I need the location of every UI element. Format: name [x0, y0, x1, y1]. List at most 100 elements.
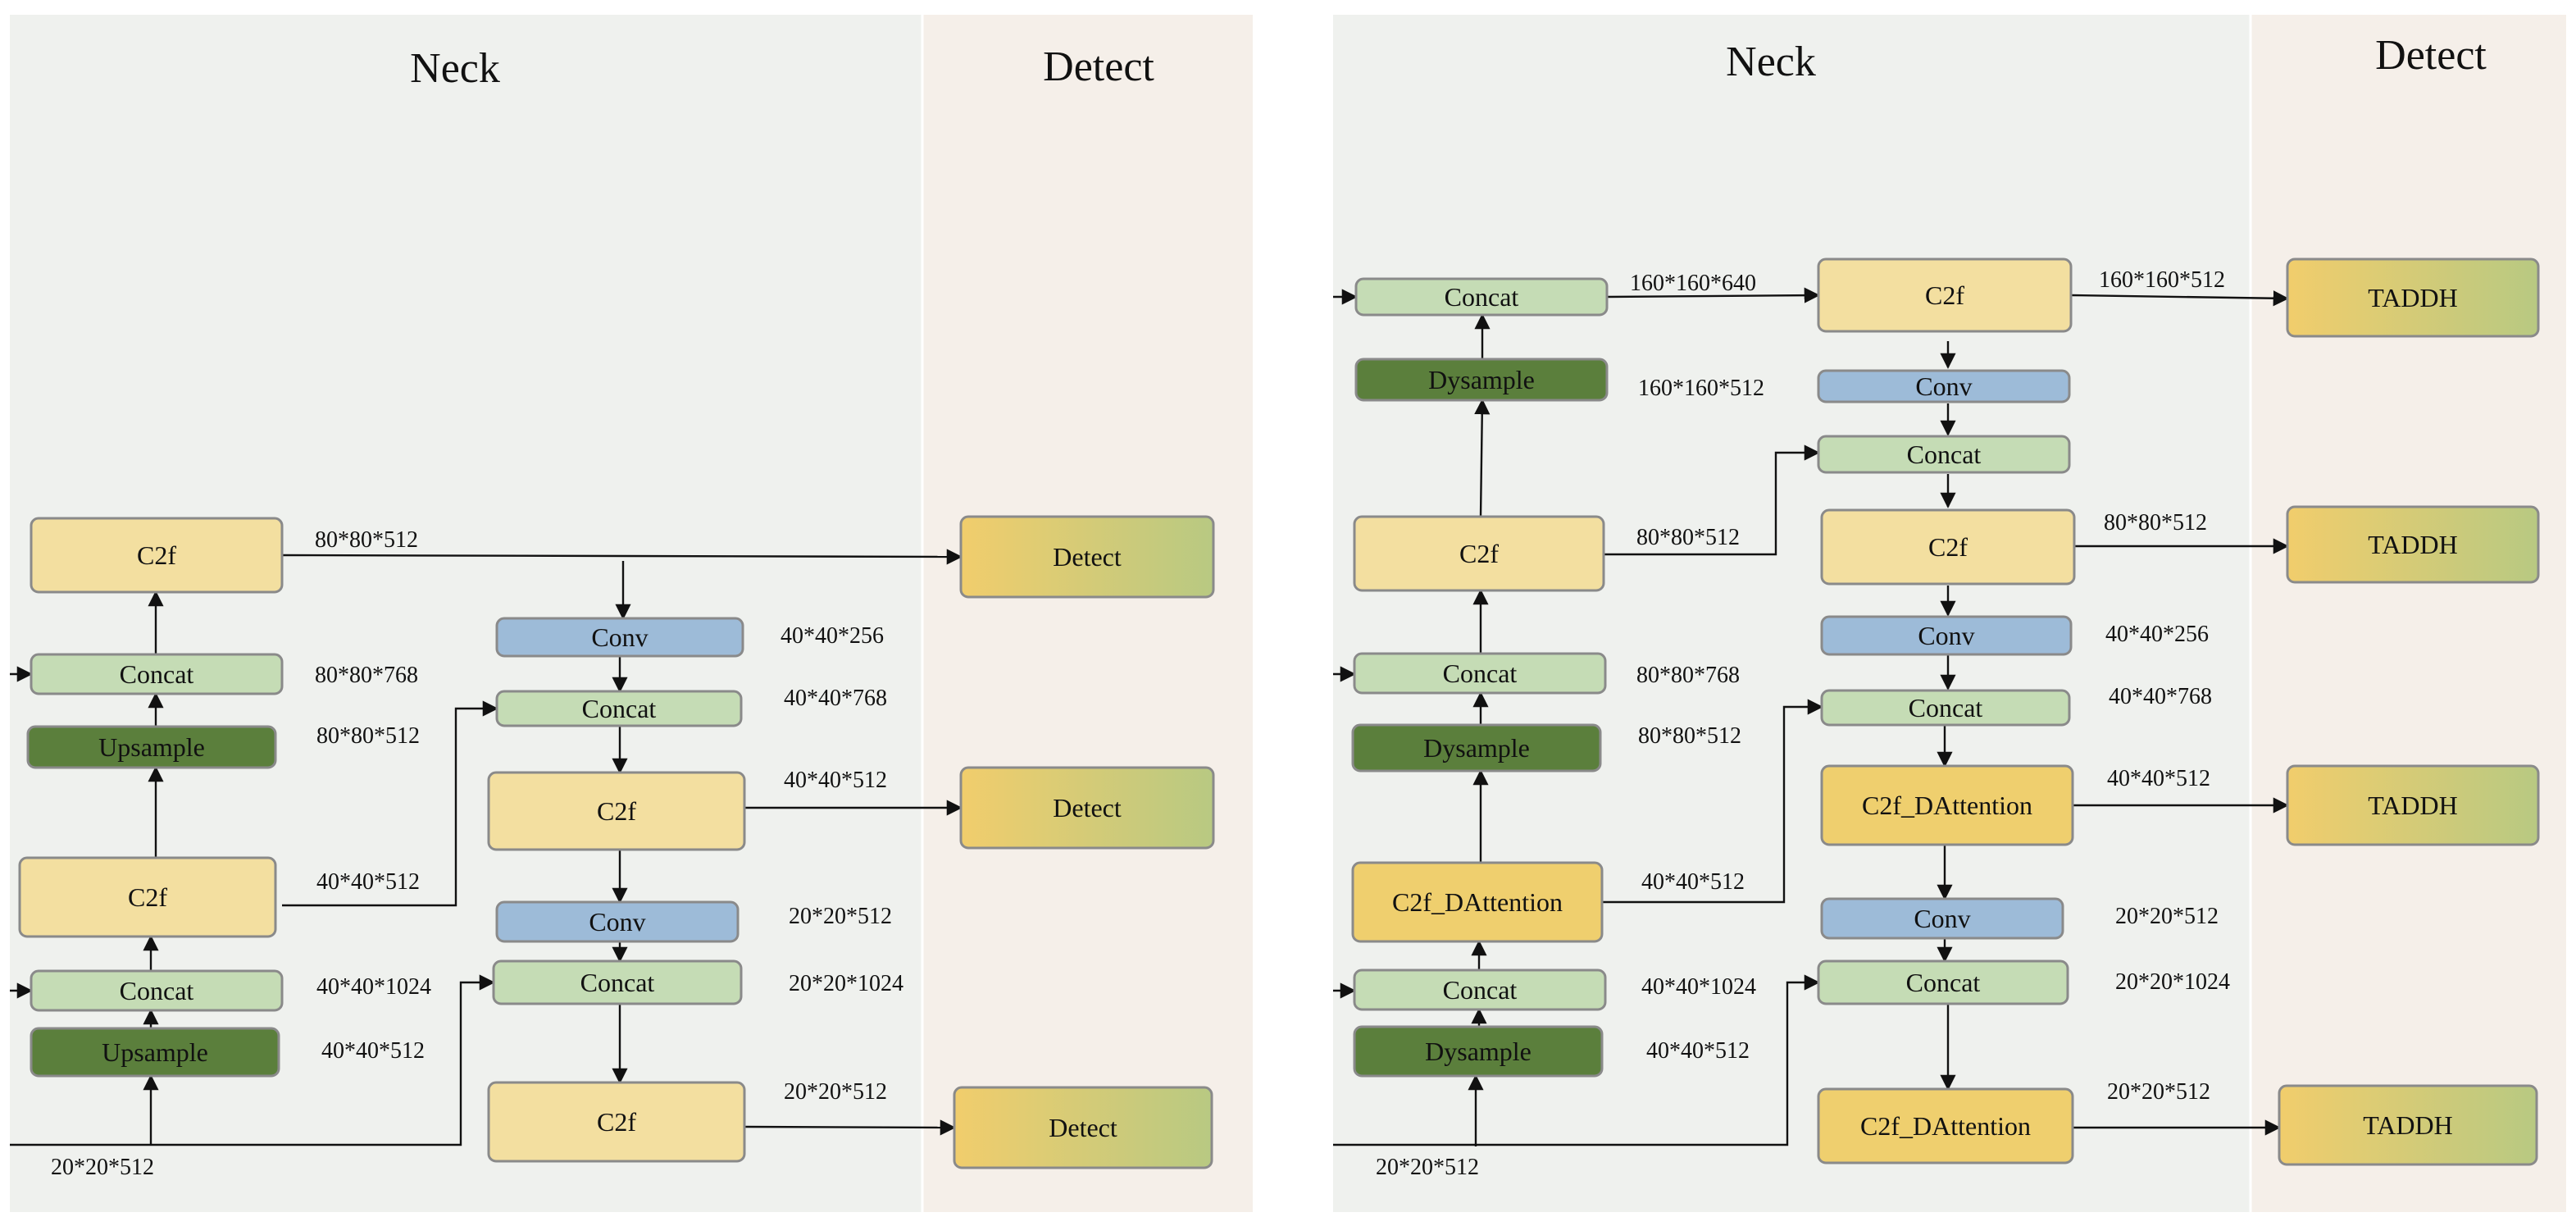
arrow-edge [281, 549, 963, 565]
tensor-shape-label: 40*40*1024 [316, 974, 431, 1000]
right-detect-region [2251, 15, 2566, 1212]
block-shape [30, 969, 284, 1012]
tensor-shape-label: 80*80*768 [315, 663, 418, 688]
block-label: C2f_DAttention [1860, 1111, 2031, 1141]
block-shape [26, 725, 277, 769]
block-c2f: C2f [1817, 258, 2073, 333]
block-conv: Conv [1820, 615, 2073, 656]
block-label: Dysample [1428, 365, 1535, 394]
block-shape [487, 1081, 746, 1163]
block-shape [1353, 1025, 1604, 1078]
tensor-shape-label: 40*40*512 [2107, 766, 2210, 791]
block-label: TADDH [2368, 283, 2457, 312]
block-shape [495, 617, 744, 658]
block-shape [495, 690, 743, 727]
tensor-shape-label: 20*20*512 [1376, 1155, 1479, 1180]
tensor-shape-label: 20*20*1024 [2115, 969, 2230, 995]
block-shape [30, 517, 284, 594]
block-label: C2f [1928, 532, 1968, 562]
block-shape [1817, 258, 2073, 333]
block-concat: Concat [1820, 689, 2071, 727]
block-label: Conv [589, 907, 645, 937]
block-c2f-dattention: C2f_DAttention [1351, 861, 1604, 943]
left-neck-title: Neck [410, 45, 500, 92]
block-concat: Concat [30, 969, 284, 1012]
block-shape [18, 856, 277, 938]
block-label: TADDH [2363, 1110, 2452, 1140]
block-shape [1817, 435, 2071, 474]
block-label: Concat [1906, 968, 1981, 997]
block-shape [1817, 959, 2069, 1005]
tensor-shape-label: 20*20*512 [51, 1155, 154, 1180]
block-c2f: C2f [1820, 508, 2076, 586]
block-shape [2278, 1084, 2538, 1166]
block-label: Concat [1443, 975, 1518, 1005]
block-conv: Conv [495, 617, 744, 658]
tensor-shape-label: 80*80*512 [2104, 510, 2207, 536]
block-label: C2f [128, 882, 167, 912]
tensor-shape-label: 40*40*256 [2105, 622, 2209, 647]
tensor-shape-label: 40*40*512 [321, 1038, 425, 1064]
block-shape [1351, 723, 1602, 773]
block-shape [30, 1027, 280, 1078]
block-label: C2f [597, 796, 636, 826]
block-label: Upsample [98, 732, 205, 762]
block-shape [1820, 689, 2071, 727]
arrow-edge [1606, 287, 1820, 303]
tensor-shape-label: 160*160*512 [2099, 267, 2225, 293]
block-concat: Concat [1817, 959, 2069, 1005]
block-shape [1820, 764, 2074, 846]
block-label: Detect [1053, 542, 1122, 572]
block-shape [1354, 358, 1609, 402]
left-panel: Neck Detect [10, 15, 1253, 1212]
block-c2f: C2f [487, 1081, 746, 1163]
block-c2f: C2f [1353, 515, 1605, 592]
block-label: C2f [1459, 539, 1499, 568]
block-concat: Concat [1817, 435, 2071, 474]
tensor-shape-label: 40*40*768 [2109, 684, 2212, 709]
arrow-edge [282, 700, 498, 907]
block-label: C2f [1925, 280, 1964, 310]
block-upsample: Upsample [26, 725, 277, 769]
block-concat: Concat [30, 653, 284, 695]
left-neck-region [10, 15, 922, 1212]
block-shape [1817, 369, 2071, 403]
block-shape [2286, 258, 2540, 338]
block-shape [1820, 508, 2076, 586]
tensor-shape-label: 80*80*512 [1636, 525, 1740, 550]
block-detect: TADDH [2286, 505, 2540, 584]
block-label: Conv [591, 622, 648, 652]
block-shape [1353, 515, 1605, 592]
block-concat: Concat [495, 690, 743, 727]
block-detect: Detect [959, 515, 1215, 599]
tensor-shape-label: 80*80*768 [1636, 663, 1740, 688]
tensor-shape-label: 40*40*512 [1646, 1038, 1750, 1064]
block-shape [495, 900, 740, 943]
block-shape [2286, 505, 2540, 584]
tensor-shape-label: 20*20*512 [2115, 904, 2219, 929]
arrow-edge [1602, 699, 1823, 904]
tensor-shape-label: 40*40*1024 [1641, 974, 1756, 1000]
block-label: Detect [1049, 1113, 1117, 1142]
block-shape [1820, 615, 2073, 656]
tensor-shape-label: 40*40*768 [784, 686, 887, 711]
block-label: Concat [1907, 440, 1982, 469]
tensor-shape-label: 80*80*512 [1638, 723, 1741, 749]
block-shape [1351, 861, 1604, 943]
arrow-edge [10, 974, 495, 1146]
block-label: Concat [1445, 282, 1519, 312]
block-label: Dysample [1425, 1037, 1531, 1066]
block-shape [1817, 1087, 2074, 1164]
block-detect: TADDH [2286, 764, 2540, 846]
block-label: Concat [120, 976, 194, 1005]
block-label: C2f [137, 540, 176, 570]
block-label: Concat [1909, 693, 1983, 722]
block-concat: Concat [1354, 277, 1609, 317]
block-label: Upsample [102, 1037, 208, 1067]
block-shape [1354, 277, 1609, 317]
tensor-shape-label: 40*40*512 [1641, 869, 1745, 895]
block-shape [953, 1086, 1213, 1169]
block-detect: Detect [953, 1086, 1213, 1169]
